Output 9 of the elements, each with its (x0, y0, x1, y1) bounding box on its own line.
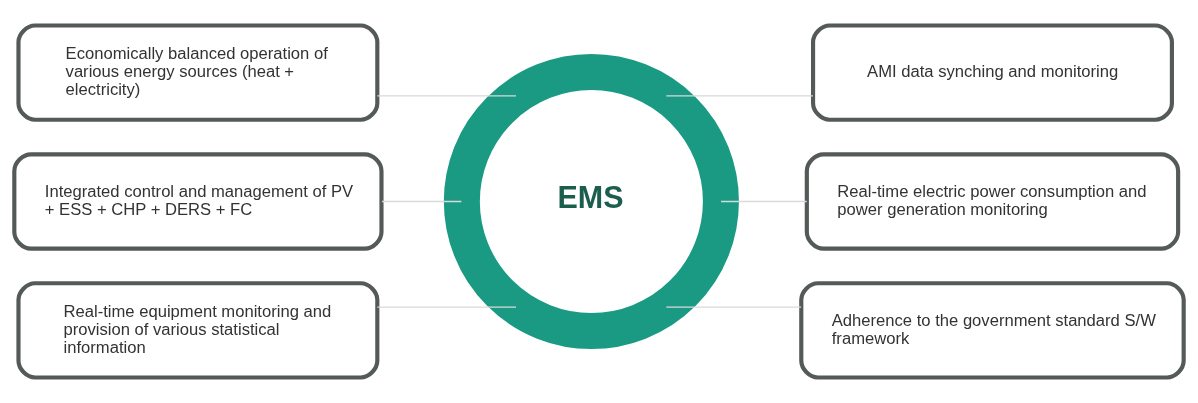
node-box: Economically balanced operation of various energy sources (heat + electricity) (16, 23, 380, 122)
connector (720, 200, 808, 203)
node-box: Real-time equipment monitoring and provision of various statistical information (16, 281, 380, 380)
connector (381, 200, 462, 203)
node-box: Adherence to the government standard S/W framework (799, 281, 1186, 380)
node-circle: EMS (443, 53, 739, 350)
node-box: AMI data synching and monitoring (810, 23, 1174, 122)
node-box: Real-time electric power consumption and power generation monitoring (804, 152, 1181, 251)
node-box: Integrated control and management of PV + ESS + CHP + DERS + FC (12, 152, 384, 251)
